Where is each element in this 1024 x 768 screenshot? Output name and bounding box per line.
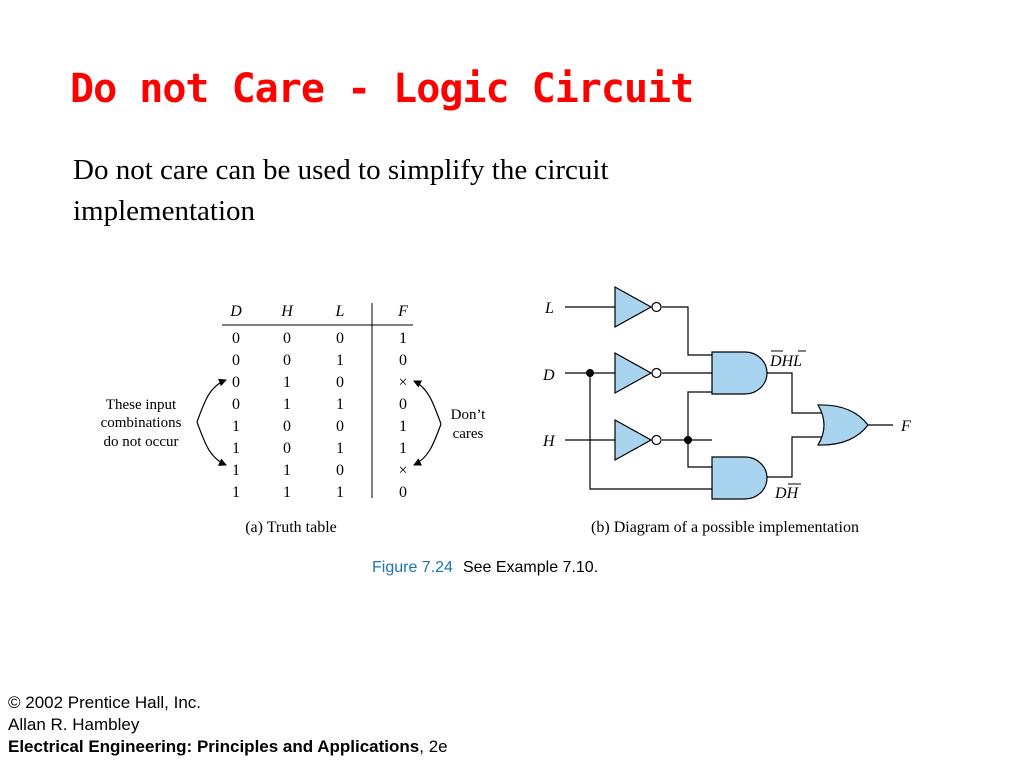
output-label-f: F [900, 418, 911, 435]
table-cell: 0 [336, 330, 344, 347]
table-cell: 0 [232, 396, 240, 413]
table-cell: 1 [283, 396, 291, 413]
table-cell: 0 [399, 352, 407, 369]
figure-number: Figure 7.24 [372, 559, 453, 576]
inverter-h [614, 418, 662, 462]
or-gate [816, 404, 869, 446]
figure-text: See Example 7.10. [463, 559, 598, 576]
footer-author: Allan R. Hambley [8, 715, 140, 734]
table-cell: 1 [399, 418, 407, 435]
left-note-line-1: These input [106, 397, 177, 413]
header-d: D [229, 303, 242, 320]
svg-text:DH: DH [774, 485, 800, 502]
table-cell: 0 [399, 396, 407, 413]
table-cell: 0 [232, 352, 240, 369]
footer-edition: , 2e [419, 737, 448, 756]
gate1-label: DHL [769, 350, 806, 370]
table-cell: × [398, 374, 407, 391]
table-cell: 0 [399, 484, 407, 501]
junction-dot-h [684, 436, 692, 444]
footer-book-title: Electrical Engineering: Principles and A… [8, 737, 420, 756]
header-l: L [335, 303, 345, 320]
slide-title: Do not Care - Logic Circuit [70, 66, 694, 112]
table-cell: 0 [283, 330, 291, 347]
left-note-line-2: combinations [101, 415, 182, 431]
right-note: Don’t cares [413, 380, 487, 466]
table-cell: 1 [232, 418, 240, 435]
footer-book-line: Electrical Engineering: Principles and A… [8, 736, 448, 758]
table-cell: 0 [232, 330, 240, 347]
table-cell: 1 [283, 484, 291, 501]
inverter-d [614, 351, 662, 395]
slide-body-text: Do not care can be used to simplify the … [73, 154, 609, 227]
table-cell: 1 [399, 330, 407, 347]
table-cell: 0 [283, 440, 291, 457]
gate2-label: DH [774, 483, 801, 502]
footer-copyright: © 2002 Prentice Hall, Inc. [8, 693, 202, 712]
left-arrow-upper [196, 378, 227, 423]
table-cell: 1 [232, 462, 240, 479]
header-h: H [280, 303, 294, 320]
figure-caption: Figure 7.24 See Example 7.10. [372, 559, 598, 576]
table-body: 0 0 0 1 0 0 1 0 0 1 0 × 0 1 1 0 1 0 0 1 1 0 1 1 1 1 0 × 1 1 1 0 [232, 330, 408, 501]
and-gate-lower [711, 456, 768, 500]
gate2-label-var-2: H [786, 485, 800, 502]
left-note: These input combinations do not occur [101, 378, 227, 466]
truth-table-caption: (a) Truth table [245, 519, 337, 536]
left-arrow-lower [196, 421, 227, 466]
table-cell: 1 [336, 396, 344, 413]
circuit-caption: (b) Diagram of a possible implementation [591, 519, 859, 536]
input-label-d: D [542, 367, 555, 384]
table-cell: 1 [336, 484, 344, 501]
table-cell: 1 [283, 374, 291, 391]
junction-dot-d [586, 369, 594, 377]
input-label-l: L [544, 300, 554, 317]
right-note-line-1: Don’t [451, 407, 487, 423]
table-cell: 0 [232, 374, 240, 391]
footer: © 2002 Prentice Hall, Inc. Allan R. Hamb… [8, 692, 448, 758]
table-cell: 1 [336, 352, 344, 369]
table-cell: 0 [336, 462, 344, 479]
table-cell: 1 [399, 440, 407, 457]
table-cell: 1 [232, 484, 240, 501]
table-cell: 0 [336, 418, 344, 435]
and-gate-upper [711, 351, 768, 395]
table-cell: 0 [283, 418, 291, 435]
gate1-label-var-1: D [769, 353, 782, 370]
gate1-label-var-3: L [792, 353, 802, 370]
right-arrow-upper [413, 380, 442, 425]
right-note-line-2: cares [453, 426, 484, 442]
gate1-label-var-2: H [781, 353, 795, 370]
table-cell: × [398, 462, 407, 479]
header-f: F [397, 303, 408, 320]
input-label-h: H [542, 433, 556, 450]
right-arrow-lower [413, 423, 442, 466]
table-cell: 1 [336, 440, 344, 457]
left-note-line-3: do not occur [104, 434, 179, 450]
gate2-label-var-1: D [774, 485, 787, 502]
circuit-diagram: L D H [542, 285, 911, 536]
table-cell: 0 [283, 352, 291, 369]
table-cell: 0 [336, 374, 344, 391]
table-cell: 1 [232, 440, 240, 457]
table-cell: 1 [283, 462, 291, 479]
inverter-l [614, 285, 662, 329]
svg-text:DHL: DHL [769, 353, 802, 370]
